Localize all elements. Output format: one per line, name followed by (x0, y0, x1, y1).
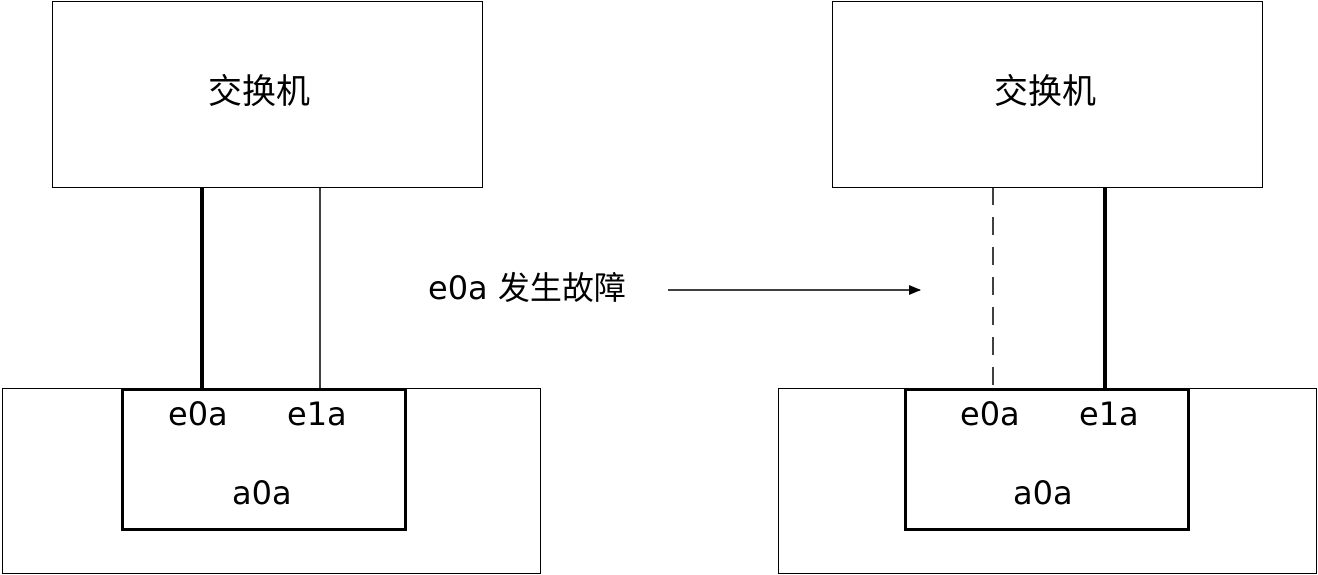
right-switch-box (832, 1, 1263, 188)
right-port-e1a-label: e1a (1079, 395, 1139, 433)
right-port-e0a-label: e0a (960, 395, 1020, 433)
right-switch-label: 交换机 (994, 72, 1096, 112)
left-switch-box (52, 1, 483, 188)
left-port-e1a-label: e1a (287, 395, 347, 433)
right-host-box (778, 388, 1317, 574)
failure-event-label: e0a 发生故障 (428, 269, 626, 307)
left-ifgroup-label: a0a (232, 474, 292, 512)
right-ifgroup-box (904, 388, 1190, 531)
left-ifgroup-box (121, 388, 407, 531)
right-ifgroup-label: a0a (1013, 474, 1073, 512)
left-switch-label: 交换机 (208, 72, 310, 112)
left-port-e0a-label: e0a (168, 395, 228, 433)
